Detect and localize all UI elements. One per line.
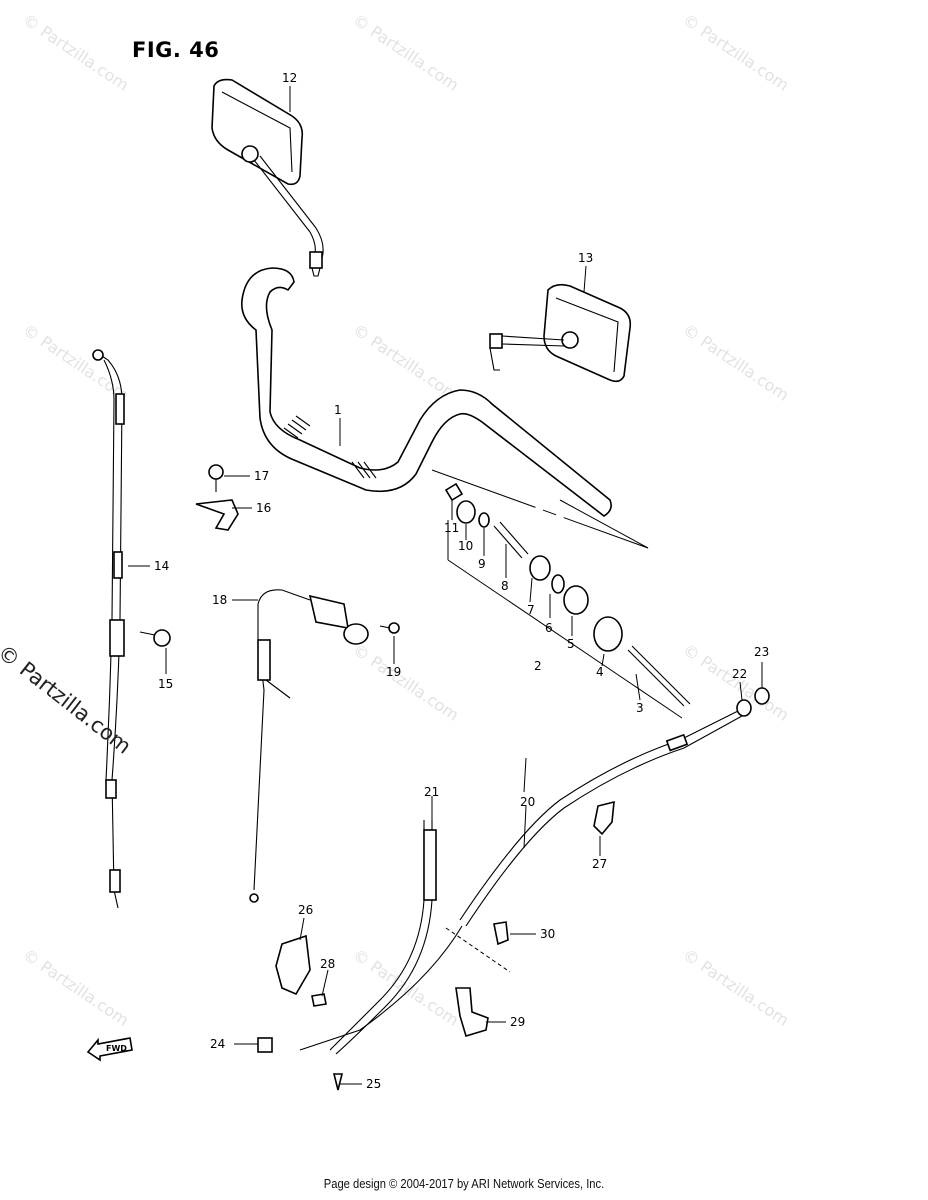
label-7: 7 [527,603,535,617]
mirror-right-part [489,283,632,383]
label-20: 20 [520,795,535,809]
label-2: 2 [534,659,542,673]
mirror-left-part [211,78,324,277]
bracket-29 [455,987,489,1037]
label-5: 5 [567,637,575,651]
label-21: 21 [424,785,439,799]
clutch-cable-part [299,709,743,1055]
bolt-30 [493,921,509,946]
throttle-cable-part [92,349,171,909]
leader-lines [128,86,763,1085]
bar-end-assembly [431,469,691,719]
label-24: 24 [210,1037,225,1051]
fwd-arrow-icon: FWD [86,1037,133,1062]
label-9: 9 [478,557,486,571]
label-1: 1 [334,403,342,417]
figure-title: FIG. 46 [132,38,220,62]
label-15: 15 [158,677,173,691]
label-4: 4 [596,665,604,679]
label-13: 13 [578,251,593,265]
lever-cover-26 [275,934,311,996]
label-27: 27 [592,857,607,871]
label-16: 16 [256,501,271,515]
part-23 [754,687,770,705]
label-19: 19 [386,665,401,679]
label-29: 29 [510,1015,525,1029]
label-28: 28 [320,957,335,971]
label-23: 23 [754,645,769,659]
label-26: 26 [298,903,313,917]
label-6: 6 [545,621,553,635]
label-10: 10 [458,539,473,553]
ignition-switch-part [249,589,400,903]
label-3: 3 [636,701,644,715]
pin-24 [257,1037,273,1053]
label-25: 25 [366,1077,381,1091]
label-22: 22 [732,667,747,681]
clip-25 [332,1073,344,1091]
label-18: 18 [212,593,227,607]
label-14: 14 [154,559,169,573]
label-11: 11 [444,521,459,535]
part-22 [736,699,752,717]
label-8: 8 [501,579,509,593]
bolt-28 [311,993,327,1007]
svg-text:FWD: FWD [106,1044,127,1053]
label-12: 12 [282,71,297,85]
handlebar-part [240,267,612,517]
label-17: 17 [254,469,269,483]
part-labels: 1 2 3 4 5 6 7 8 9 10 11 12 13 14 15 16 1… [154,71,769,1091]
label-30: 30 [540,927,555,941]
bracket-27 [593,800,615,836]
clamp-part [195,464,239,531]
footer-copyright: Page design © 2004-2017 by ARI Network S… [323,1176,605,1191]
